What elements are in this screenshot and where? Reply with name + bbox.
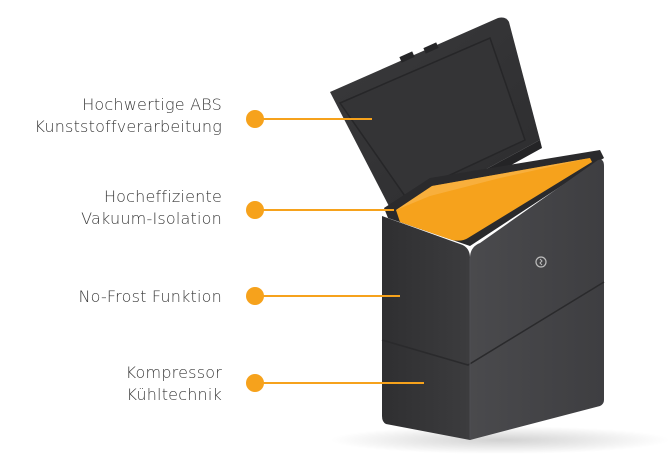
lid-hinge <box>423 42 439 54</box>
body-side <box>470 159 604 440</box>
feature-label-line: Hocheffiziente <box>103 187 222 206</box>
bullet-dot-icon <box>246 201 264 219</box>
feature-label-abs: Hochwertige ABS Kunststoffverarbeitung <box>34 94 222 138</box>
cooler-interior <box>396 158 592 241</box>
feature-label-line: Kunststoffverarbeitung <box>34 117 222 136</box>
bullet-dot-icon <box>246 287 264 305</box>
feature-label-line: Kompressor <box>125 363 222 382</box>
bullet-dot-icon <box>246 110 264 128</box>
feature-label-line: No-Frost Funktion <box>78 287 222 306</box>
base-seam <box>381 281 605 366</box>
bullet-dot-icon <box>246 374 264 392</box>
callout-line <box>258 382 424 384</box>
lid-panel <box>338 36 526 197</box>
lid-hinge <box>399 51 415 63</box>
callout-line <box>258 209 394 211</box>
body-front <box>382 216 470 440</box>
feature-label-line: Vakuum-Isolation <box>81 209 222 228</box>
callout-line <box>258 118 372 120</box>
feature-label-nofrost: No-Frost Funktion <box>78 286 222 308</box>
feature-label-line: Kühltechnik <box>126 385 222 404</box>
feature-label-compressor: Kompressor Kühltechnik <box>126 362 222 406</box>
callout-line <box>258 295 400 297</box>
feature-label-line: Hochwertige ABS <box>82 95 222 114</box>
brand-logo-icon <box>535 256 547 268</box>
floor-shadow <box>330 426 668 454</box>
feature-label-vacuum: Hocheffiziente Vakuum-Isolation <box>81 186 222 230</box>
